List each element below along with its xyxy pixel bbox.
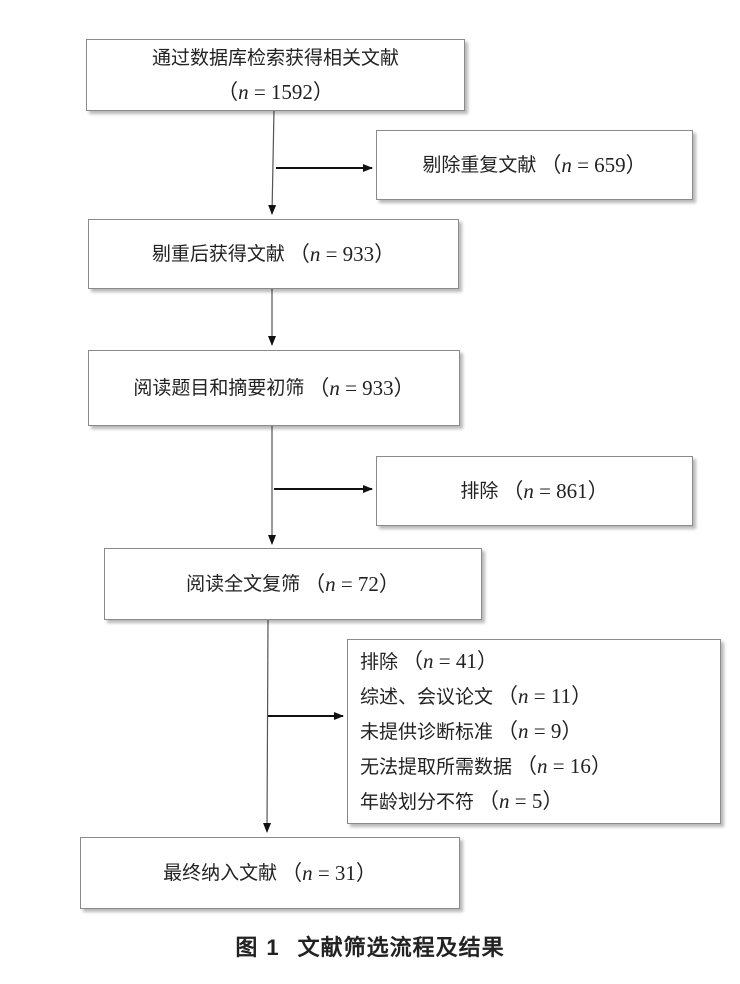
node-duplicates-label: 剔除重复文献 — [422, 154, 537, 176]
node-fulltext: 阅读全文复筛 （n = 72） — [104, 548, 482, 620]
node-duplicates-count: （n = 659） — [540, 153, 647, 177]
node-dedup-count: （n = 933） — [288, 242, 396, 266]
node-screen: 阅读题目和摘要初筛 （n = 933） — [88, 350, 460, 426]
node-fulltext-count: （n = 72） — [304, 572, 400, 596]
caption-figure: 图 — [235, 936, 259, 961]
exclusion-reason: 综述、会议论文（n = 11） — [360, 684, 593, 708]
node-included: 最终纳入文献 （n = 31） — [80, 837, 460, 909]
node-search-count: （n = 1592） — [217, 80, 334, 104]
arrow-search-to-dedup — [268, 109, 277, 215]
node-excluded1-count: （n = 861） — [502, 479, 609, 503]
arrow-fulltext-to-included — [263, 619, 272, 833]
node-excluded1-label: 排除 — [460, 480, 499, 502]
caption-title: 文献筛选流程及结果 — [297, 936, 505, 961]
node-excluded1: 排除 （n = 861） — [376, 456, 693, 526]
node-included-count: （n = 31） — [281, 861, 377, 885]
node-dedup: 剔重后获得文献 （n = 933） — [88, 219, 459, 289]
node-fulltext-label: 阅读全文复筛 — [186, 573, 301, 595]
node-excluded2: 排除（n = 41） 综述、会议论文（n = 11） 未提供诊断标准（n = 9… — [347, 639, 721, 824]
exclusion-reason: 年龄划分不符（n = 5） — [360, 789, 564, 813]
node-screen-label: 阅读题目和摘要初筛 — [133, 377, 305, 399]
node-duplicates: 剔除重复文献 （n = 659） — [376, 130, 693, 200]
exclusion-reason: 未提供诊断标准（n = 9） — [360, 719, 583, 743]
caption-number: 1 — [266, 935, 280, 960]
node-screen-count: （n = 933） — [308, 376, 415, 400]
node-search: 通过数据库检索获得相关文献 （n = 1592） — [86, 39, 465, 111]
node-dedup-label: 剔重后获得文献 — [151, 243, 285, 265]
exclusion-reason: 排除（n = 41） — [360, 649, 498, 673]
node-search-label: 通过数据库检索获得相关文献 — [151, 47, 399, 69]
exclusion-reason: 无法提取所需数据（n = 16） — [360, 754, 612, 778]
node-included-label: 最终纳入文献 — [163, 862, 278, 884]
